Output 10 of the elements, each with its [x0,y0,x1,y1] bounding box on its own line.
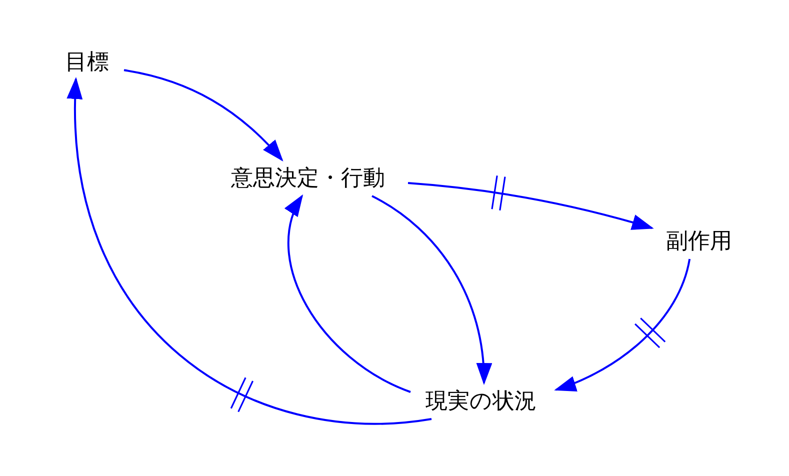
arrow [286,194,411,393]
node-label: 目標 [50,45,124,79]
node-label: 意思決定・行動 [208,160,408,196]
node-label: 副作用 [652,223,746,259]
node-label: 現実の状況 [406,383,556,419]
arrow [124,69,284,162]
arrow [68,77,432,425]
arrow [408,182,654,230]
arrow [372,195,492,385]
arrow [554,258,691,391]
